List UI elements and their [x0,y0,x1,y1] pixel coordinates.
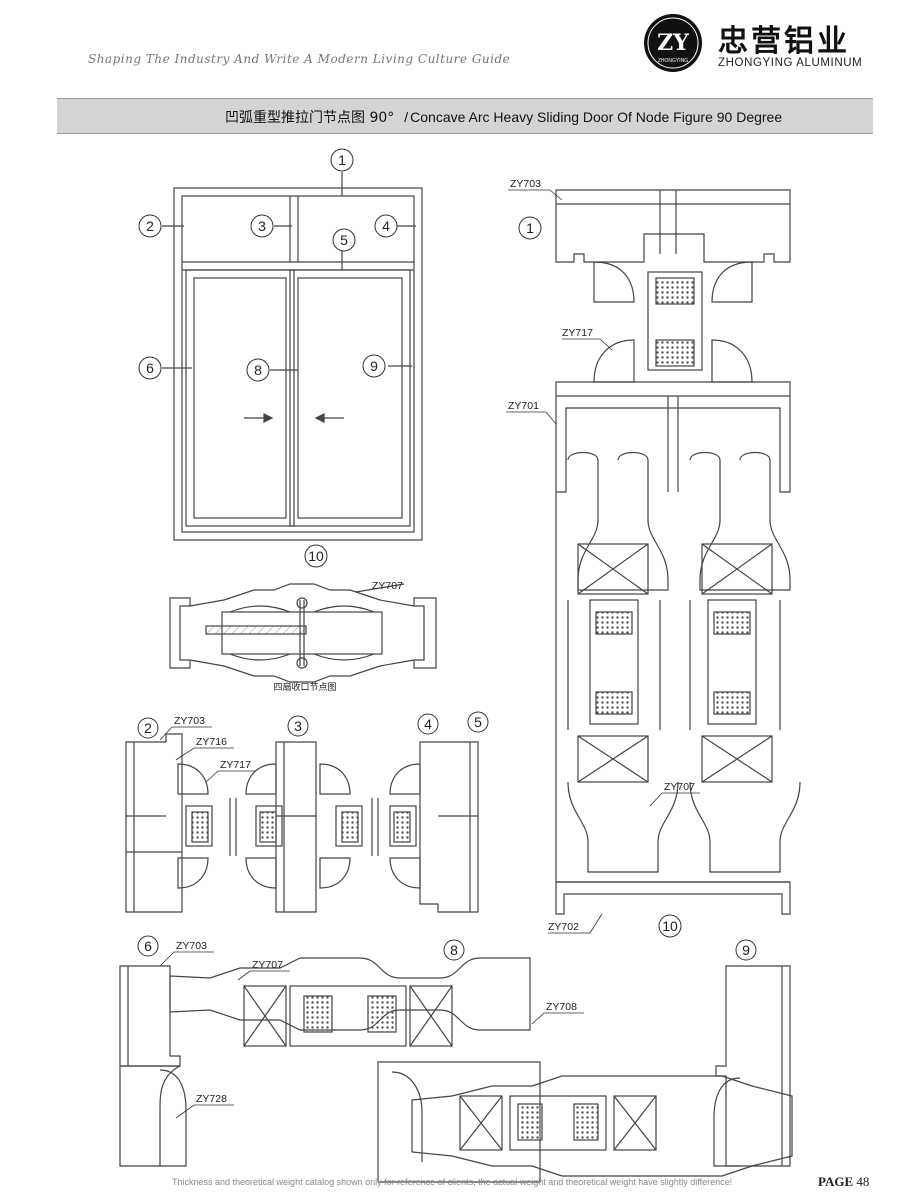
marker-1: 1 [338,152,346,168]
logo-text: ZY [657,30,689,56]
label-zy707-top: ZY707 [372,580,403,592]
banner-title-cn: 凹弧重型推拉门节点图 90° [225,110,395,126]
section-bottom [119,957,793,1183]
marker-2: 2 [146,218,154,234]
section-marker-3: 3 [294,718,302,734]
marker-6: 6 [146,360,154,376]
door-elevation [162,172,423,541]
brand-name-en: ZHONGYING ALUMINUM [718,57,863,69]
label-zy707-right: ZY707 [664,781,695,793]
label-zy703-mid: ZY703 [174,715,205,727]
section-marker-4: 4 [424,716,432,732]
banner-title: 凹弧重型推拉门节点图 90° /Concave Arc Heavy Sliding… [225,107,782,127]
banner-title-en: Concave Arc Heavy Sliding Door Of Node F… [410,109,783,125]
section-marker-5: 5 [474,714,482,730]
label-zy717-right: ZY717 [562,327,593,339]
marker-3: 3 [258,218,266,234]
section-marker-1: 1 [526,220,534,236]
four-sash-section [169,583,437,683]
label-zy702: ZY702 [548,921,579,933]
marker-5: 5 [340,232,348,248]
title-banner: 凹弧重型推拉门节点图 90° /Concave Arc Heavy Sliding… [57,98,873,134]
section-marker-8: 8 [450,942,458,958]
label-leaders [159,189,700,1119]
label-zy716: ZY716 [196,736,227,748]
title-separator: / [404,109,409,125]
label-zy708: ZY708 [546,1001,577,1013]
logo-subtext: ZHONGYING [658,58,688,64]
label-zy701: ZY701 [508,400,539,412]
elevation-markers [138,148,398,568]
label-zy728: ZY728 [196,1093,227,1105]
marker-4: 4 [382,218,390,234]
marker-9: 9 [370,358,378,374]
zy-logo: ZY ZHONGYING [644,14,702,72]
label-zy703-bottom: ZY703 [176,940,207,952]
label-zy707-bottom: ZY707 [252,959,283,971]
page-label: PAGE [818,1174,854,1189]
four-sash-caption: 四扇收口节点图 [273,681,336,693]
brand-name-cn: 忠营铝业 [718,24,850,59]
section-marker-6: 6 [144,938,152,954]
section-vertical-right [555,189,801,915]
marker-8: 8 [254,362,262,378]
section-top-left [125,733,479,913]
page-number: PAGE 48 [818,1174,869,1190]
marker-10: 10 [308,548,324,564]
disclaimer-note: Thickness and theoretical weight catalog… [172,1177,733,1187]
label-zy703-right: ZY703 [510,178,541,190]
label-zy717-mid: ZY717 [220,759,251,771]
section-marker-9: 9 [742,942,750,958]
section-marker-10: 10 [662,918,678,934]
page-value: 48 [856,1174,870,1189]
section-marker-2: 2 [144,720,152,736]
tagline: Shaping The Industry And Write A Modern … [88,52,511,66]
section-markers [137,216,757,961]
